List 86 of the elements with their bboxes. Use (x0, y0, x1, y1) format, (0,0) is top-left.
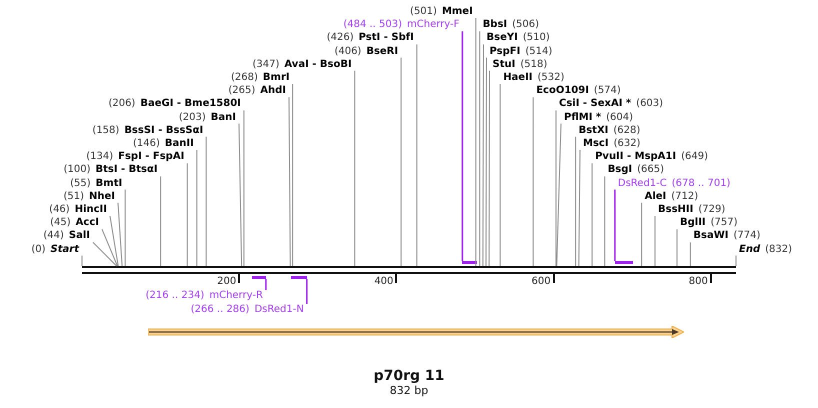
dna-backbone (82, 266, 736, 274)
cut-site-label: PspFI (514) (486, 46, 552, 58)
leader-line (118, 202, 123, 266)
leader-line (556, 123, 562, 266)
primer-bar (252, 276, 266, 279)
cut-site-label: (426) PstI - SbfI (326, 32, 418, 44)
leader-line (206, 136, 207, 266)
cut-site-label: BseYI (510) (482, 32, 550, 44)
cut-site-label: (206) BaeGI - Bme1580I (108, 98, 245, 110)
cut-site-label: (501) MmeI (410, 6, 477, 18)
leader-line (102, 228, 118, 266)
leader-line (532, 96, 534, 266)
leader-line (488, 70, 490, 266)
cut-site-label: EcoO109I (574) (532, 85, 621, 98)
leader-line (243, 110, 244, 266)
cut-site-label: (46) HincII (49, 204, 111, 216)
primer-bar (291, 276, 307, 279)
cut-site-label: BssHII (729) (654, 204, 726, 216)
leader-line (486, 57, 487, 266)
cut-site-label: (100) BtsI - BtsαI (64, 164, 162, 176)
leader-line (641, 202, 642, 266)
leader-line (475, 18, 476, 266)
cut-site-label: PvuII - MspA1I (649) (591, 151, 708, 164)
primer-bar (462, 261, 478, 264)
leader-line (124, 189, 126, 266)
leader-line (400, 57, 402, 266)
cut-site-label: (44) SalI (43, 230, 94, 242)
primer-label: (216 .. 234) mCherry-R (146, 290, 267, 302)
leader-line (92, 242, 118, 266)
leader-line (575, 136, 576, 266)
cut-site-label: BbsI (506) (478, 19, 540, 32)
leader-line (416, 44, 418, 266)
leader-line (592, 162, 593, 266)
leader-line (482, 44, 484, 266)
leader-line (690, 242, 691, 266)
cut-site-label: CsiI - SexAI * (603) (555, 98, 664, 110)
sequence-end-label: (0) Start (31, 244, 83, 256)
leader-line (654, 216, 656, 266)
primer-bar (614, 261, 633, 264)
leader-line (462, 31, 464, 261)
cut-site-label: (203) BanI (178, 112, 240, 124)
cut-site-label: (146) BanII (132, 138, 198, 150)
cut-site-label: (406) BseRI (334, 46, 402, 58)
cut-site-label: BsaWI (774) (689, 230, 760, 242)
primer-label: (484 .. 503) mCherry-F (343, 19, 464, 32)
ruler-number: 800 (688, 276, 708, 288)
leader-line (110, 216, 119, 266)
leader-line (354, 70, 356, 266)
ruler-number: 200 (217, 276, 236, 288)
leader-line (676, 228, 678, 266)
leader-line (479, 30, 480, 266)
cut-site-label: AleI (712) (640, 190, 698, 203)
cut-site-label: (55) BmtI (70, 178, 126, 190)
sequence-end-label: End (832) (735, 244, 792, 256)
ruler-number: 600 (532, 276, 551, 288)
leader-line (306, 279, 308, 304)
cut-site-label: HaeII (532) (499, 72, 564, 84)
leader-line (238, 123, 242, 266)
leader-line (288, 96, 291, 266)
leader-line (604, 176, 606, 266)
cut-site-label: BstXI (628) (574, 124, 640, 137)
sequence-length-label: 832 bp (390, 384, 428, 397)
cut-site-label: MscI (632) (579, 138, 640, 150)
map-title: p70rg 11 (374, 368, 444, 384)
cut-site-label: (347) AvaI - BsoBI (252, 58, 356, 71)
leader-line (196, 150, 198, 266)
leader-line (578, 150, 580, 266)
cut-site-label: PflMI * (604) (560, 112, 634, 124)
cut-site-label: (51) NheI (63, 190, 119, 203)
leader-line (186, 162, 188, 266)
primer-label: (266 .. 286) DsRed1-N (190, 304, 308, 316)
cut-site-label: StuI (518) (488, 58, 548, 71)
cut-site-label: BglII (757) (676, 217, 738, 230)
cut-site-label: BsgI (665) (604, 164, 664, 176)
leader-line (265, 279, 267, 290)
primer-label: DsRed1-C (678 .. 701) (614, 178, 730, 190)
ruler-number: 400 (374, 276, 394, 288)
cut-site-label: (268) BmrI (231, 72, 294, 84)
leader-line (160, 176, 162, 266)
cut-site-label: (265) AhdI (228, 85, 290, 98)
leader-line (292, 84, 294, 266)
leader-line (614, 190, 616, 261)
leader-line (500, 84, 501, 266)
cut-site-label: (158) BssSI - BssSαI (92, 124, 208, 137)
cut-site-label: (45) AccI (50, 217, 103, 230)
cut-site-label: (134) FspI - FspAI (86, 151, 188, 164)
